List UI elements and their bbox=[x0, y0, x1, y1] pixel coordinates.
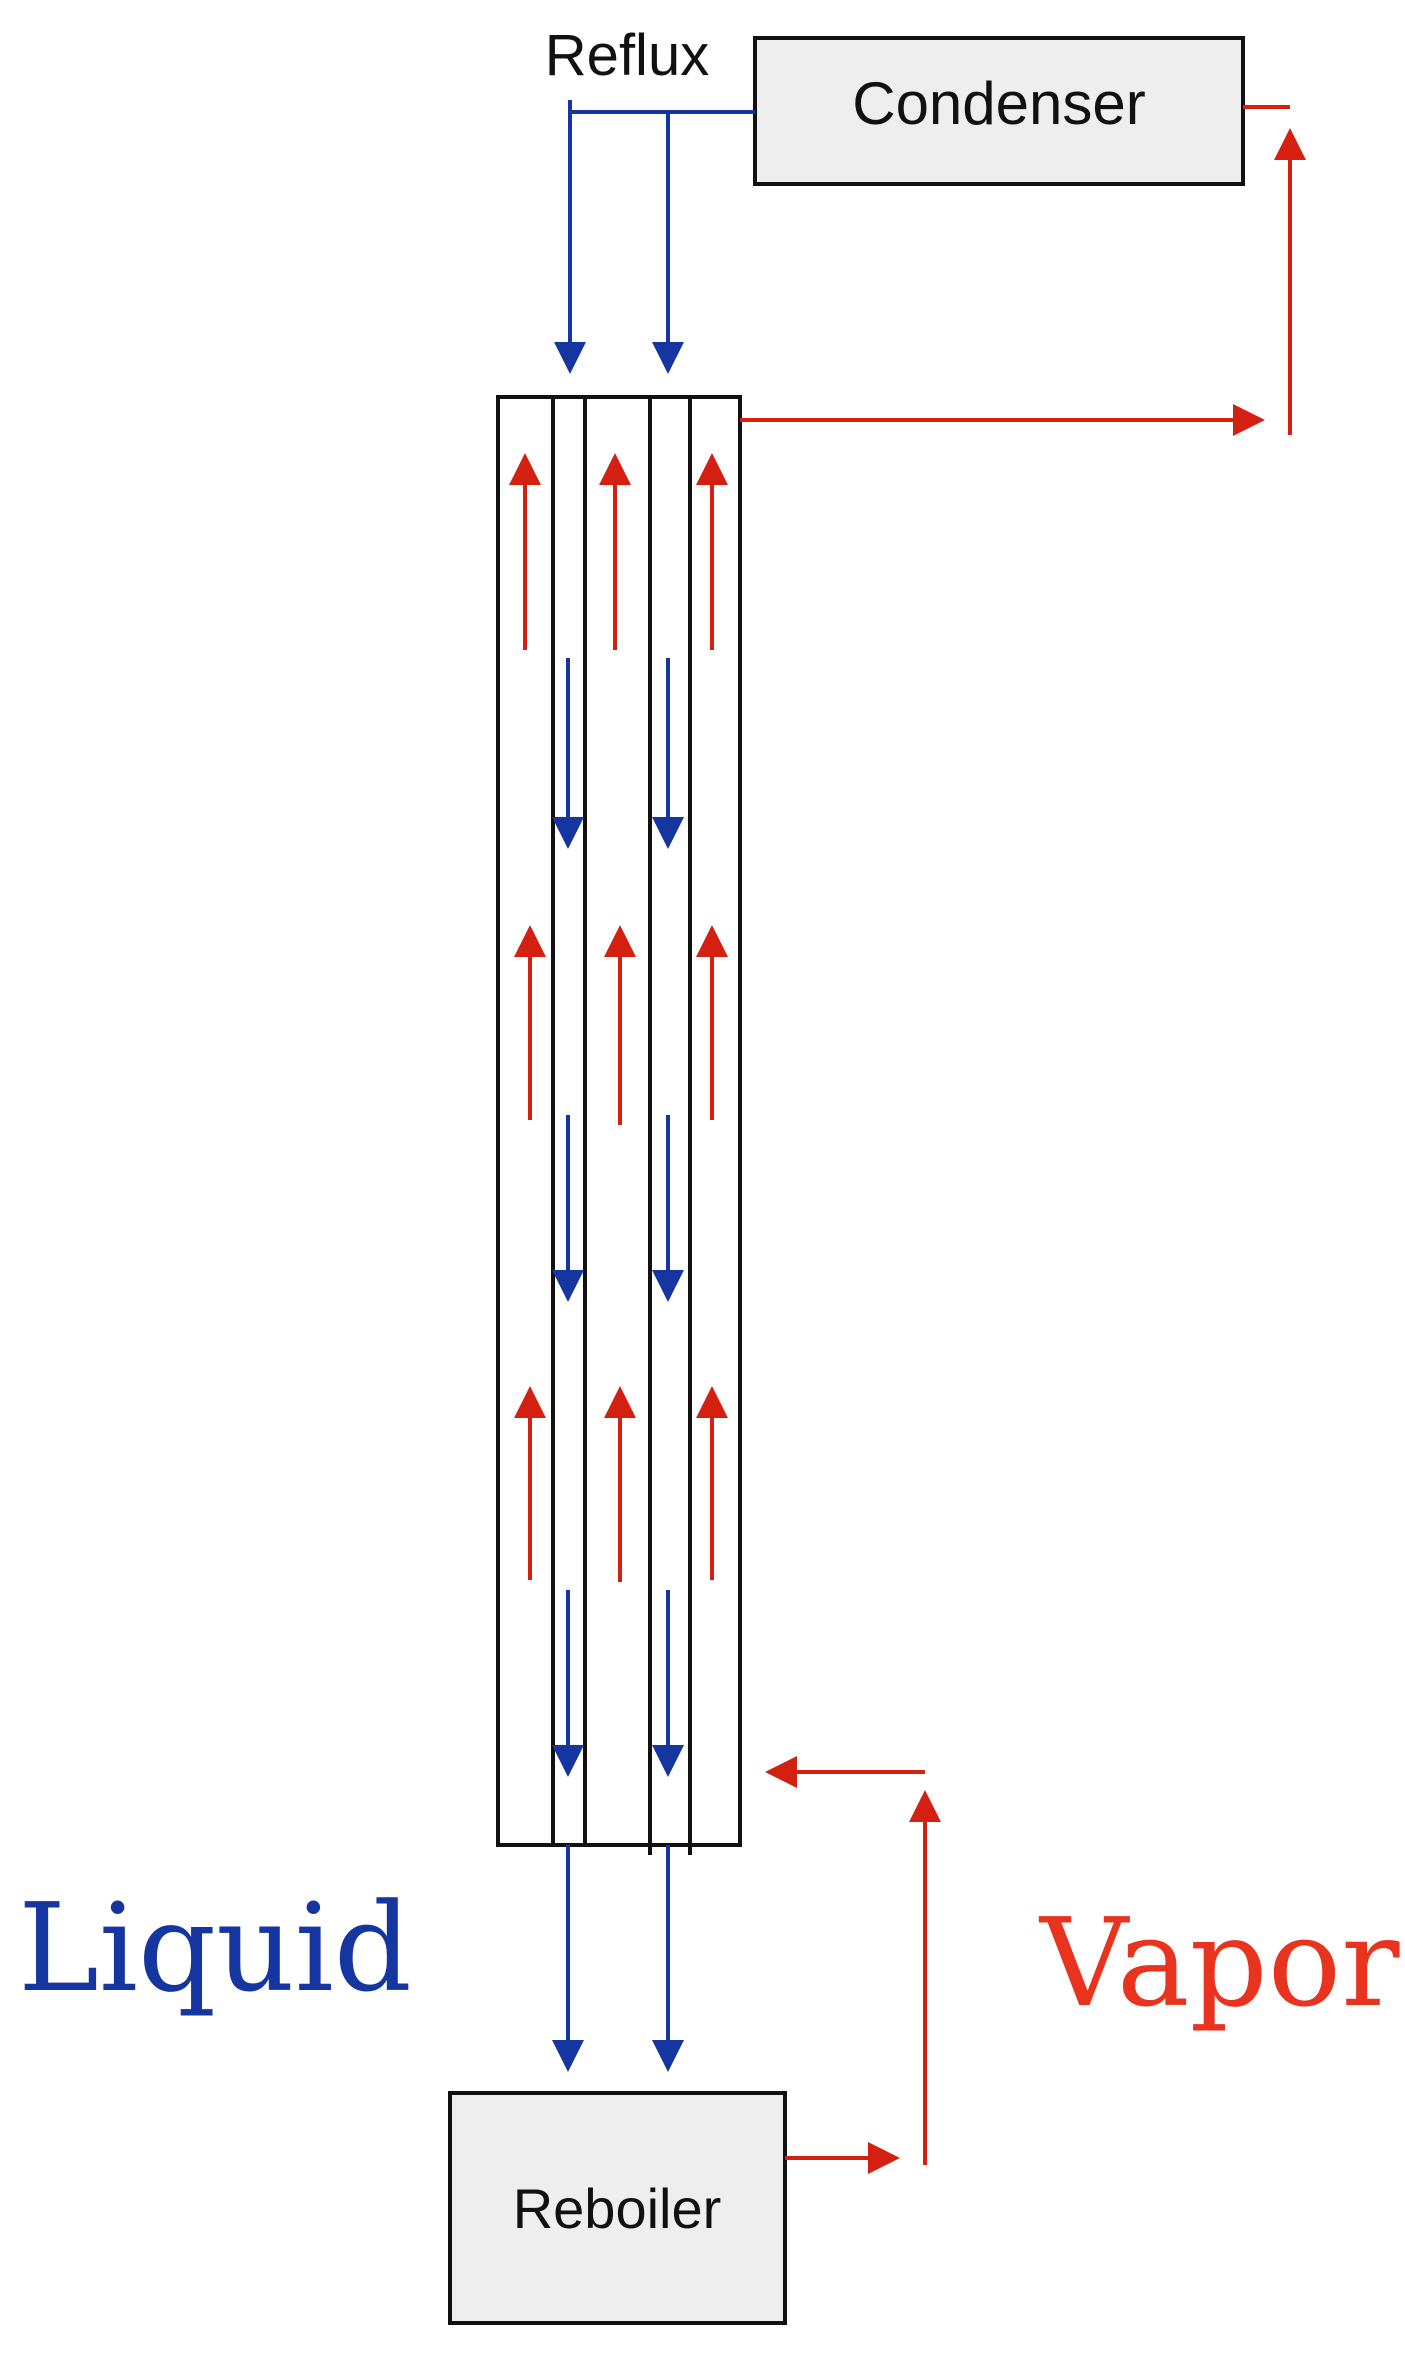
liquid-label: Liquid bbox=[18, 1877, 412, 2019]
reboiler-box bbox=[448, 2091, 787, 2325]
bottoms-liquid-lines bbox=[552, 1845, 684, 2072]
reboiler-vapor-lines bbox=[765, 1756, 941, 2174]
liquid-flow-arrows bbox=[552, 658, 684, 1777]
condenser-unit: Condenser bbox=[753, 36, 1245, 186]
reflux-label: Reflux bbox=[545, 23, 709, 88]
reboiler-label: Reboiler bbox=[513, 2177, 722, 2240]
vapor-label: Vapor bbox=[1038, 1892, 1400, 2034]
reflux-lines bbox=[554, 100, 755, 374]
condenser-box bbox=[753, 36, 1245, 186]
condenser-label: Condenser bbox=[852, 70, 1146, 137]
vapor-flow-arrows bbox=[509, 453, 728, 1582]
reboiler-unit: Reboiler bbox=[448, 2091, 787, 2325]
overhead-vapor-lines bbox=[740, 105, 1306, 436]
